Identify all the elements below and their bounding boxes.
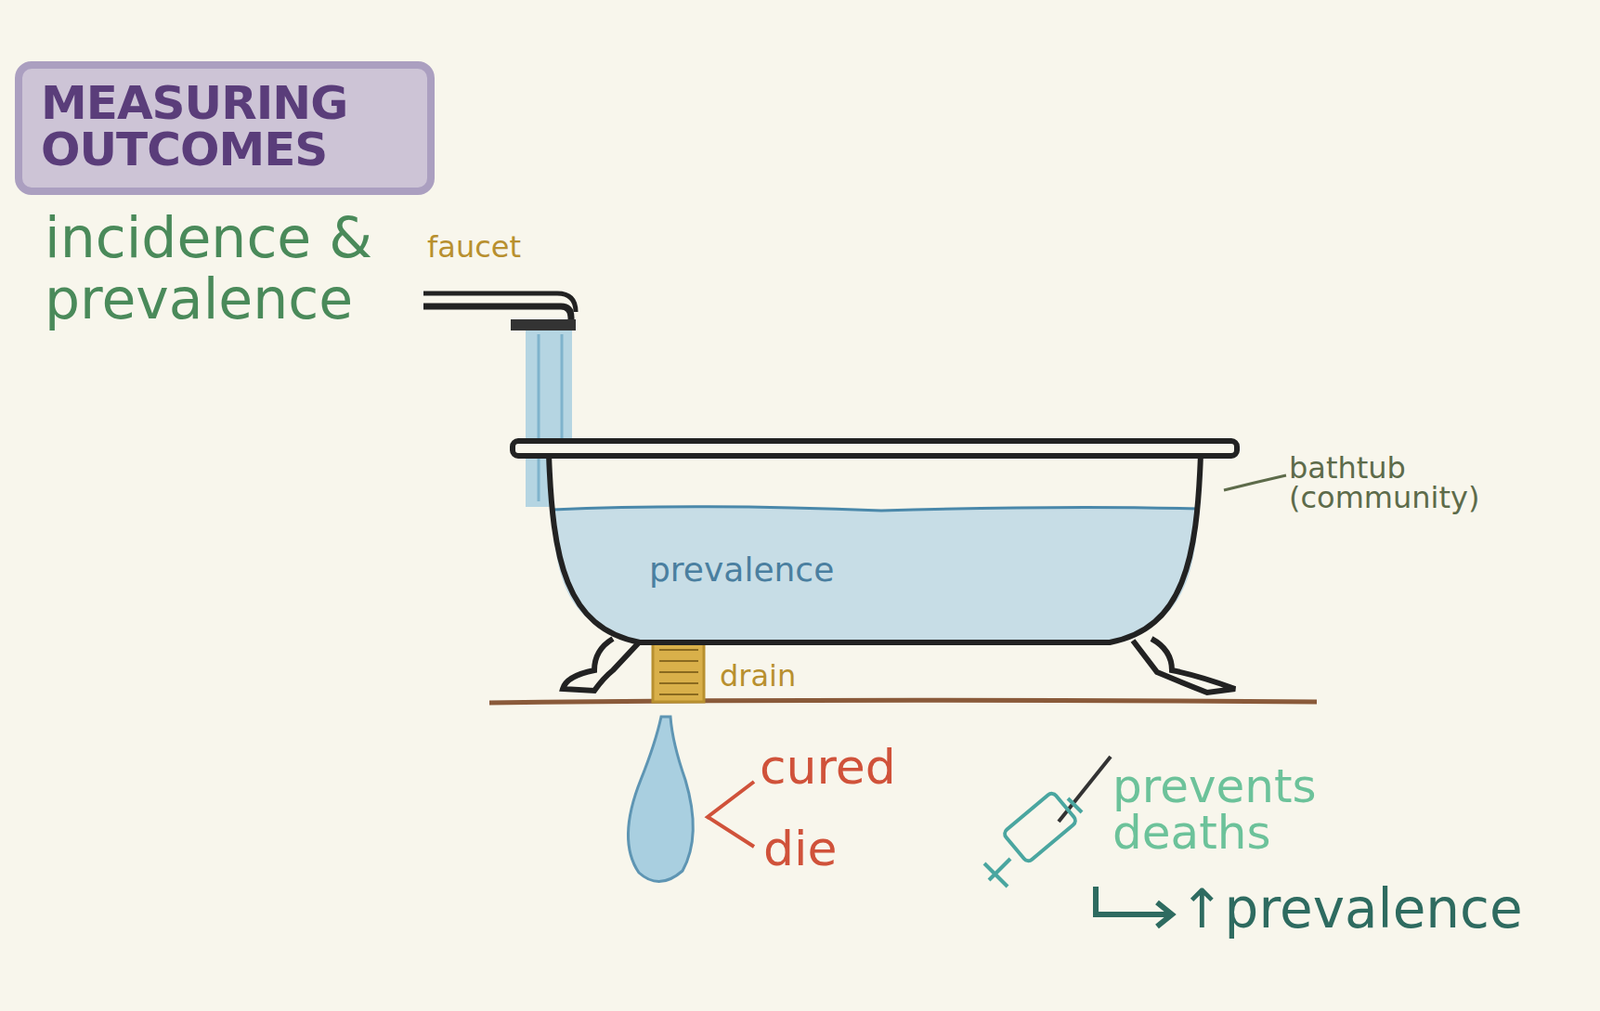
hook-arrow — [1095, 886, 1172, 927]
faucet-pipe — [423, 293, 576, 313]
drain-pipe — [652, 640, 704, 703]
faucet-spout — [510, 319, 576, 331]
leader-line — [1223, 475, 1287, 491]
title-text: MEASURING OUTCOMES — [40, 79, 413, 173]
tub-foot — [562, 638, 641, 691]
note-text: prevents deaths — [1112, 763, 1392, 857]
drain-pipe — [659, 650, 699, 695]
part-label: bathtub (community) — [1288, 453, 1503, 513]
note-text: ↑prevalence — [1179, 882, 1523, 937]
tub-foot — [1132, 638, 1236, 693]
tub-text: prevalence — [649, 553, 834, 587]
part-label: drain — [719, 661, 796, 691]
water-drop — [627, 716, 693, 883]
bathtub: prevalence — [509, 438, 1240, 649]
outcome-label: die — [763, 824, 837, 873]
part-label: faucet — [427, 232, 521, 262]
heading-text: incidence & — [44, 209, 373, 266]
syringe-icon — [984, 756, 1111, 887]
title-box — [18, 65, 431, 192]
bracket — [707, 781, 755, 847]
floor-line — [489, 700, 1317, 703]
outcome-label: cured — [759, 742, 897, 792]
heading-text: prevalence — [44, 271, 353, 327]
tub-outline — [509, 438, 1240, 649]
